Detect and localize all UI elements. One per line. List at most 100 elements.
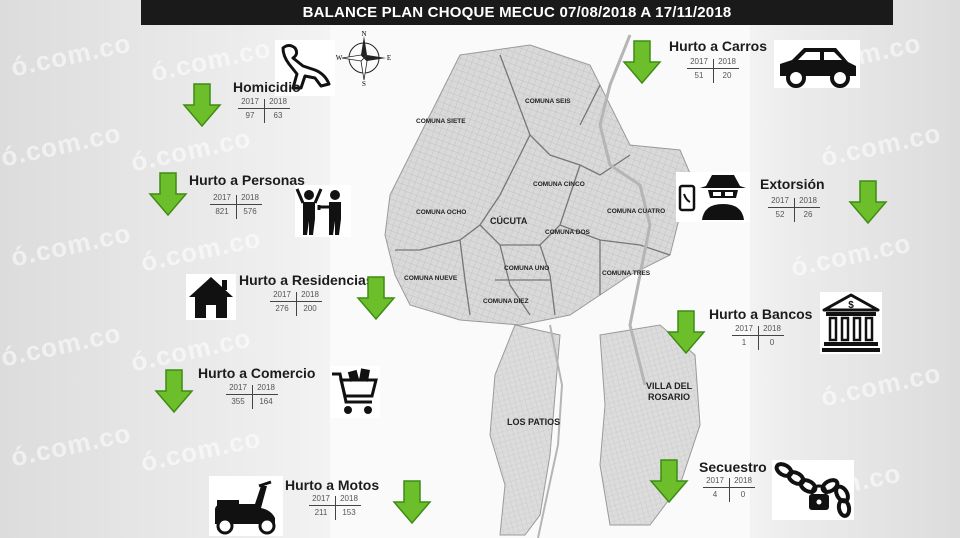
- comuna-label: COMUNA SEIS: [525, 98, 571, 105]
- comuna-label: COMUNA UNO: [504, 265, 550, 272]
- value-2017: 1: [741, 338, 747, 347]
- year-2017: 2017: [273, 290, 291, 299]
- stat-label: Hurto a Residencias: [239, 272, 374, 288]
- stat-table: 2017 2018 211 153: [307, 494, 363, 520]
- stat-label: Hurto a Bancos: [709, 306, 813, 322]
- year-2018: 2018: [241, 193, 259, 202]
- value-2018: 20: [722, 71, 732, 80]
- down-arrow-icon: [848, 180, 888, 224]
- body-outline-icon: [275, 40, 335, 96]
- value-2018: 153: [342, 508, 356, 517]
- down-arrow-icon: [622, 40, 662, 84]
- compass-n: N: [361, 30, 366, 38]
- stat-label: Secuestro: [699, 459, 767, 475]
- down-arrow-icon: [182, 83, 222, 127]
- value-2018: 0: [740, 490, 746, 499]
- city-label-los-patios: LOS PATIOS: [507, 417, 561, 427]
- stat-table: 2017 2018 97 63: [236, 97, 292, 123]
- house-icon: [186, 274, 236, 320]
- table-divider: [264, 99, 265, 123]
- table-divider: [729, 478, 730, 502]
- year-2018: 2018: [257, 383, 275, 392]
- value-2018: 200: [303, 304, 317, 313]
- year-2017: 2017: [312, 494, 330, 503]
- year-2018: 2018: [301, 290, 319, 299]
- stat-label: Hurto a Personas: [189, 172, 305, 188]
- scooter-icon: [209, 476, 283, 536]
- year-2018: 2018: [340, 494, 358, 503]
- stat-label: Hurto a Carros: [669, 38, 768, 54]
- year-2018: 2018: [763, 324, 781, 333]
- svg-text:$: $: [848, 300, 854, 311]
- car-icon: [774, 40, 860, 88]
- value-2017: 276: [275, 304, 289, 313]
- year-2017: 2017: [213, 193, 231, 202]
- table-divider: [335, 496, 336, 520]
- stat-table: 2017 2018 821 576: [208, 193, 264, 219]
- spy-phone-icon: [676, 172, 750, 222]
- stat-label: Homicidio: [233, 79, 301, 95]
- comuna-label: COMUNA DIEZ: [483, 298, 529, 305]
- city-label-villa-del-rosario: ROSARIO: [648, 392, 691, 402]
- comuna-label: COMUNA CINCO: [533, 181, 585, 188]
- year-2017: 2017: [241, 97, 259, 106]
- down-arrow-icon: [392, 480, 432, 524]
- comuna-label: COMUNA CUATRO: [607, 208, 666, 215]
- stat-label: Hurto a Comercio: [198, 365, 316, 381]
- year-2017: 2017: [771, 196, 789, 205]
- value-2017: 355: [231, 397, 245, 406]
- robbery-icon: [295, 185, 351, 237]
- stat-table: 2017 2018 355 164: [224, 383, 280, 409]
- year-2018: 2018: [734, 476, 752, 485]
- stat-table: 2017 2018 276 200: [268, 290, 324, 316]
- table-divider: [758, 326, 759, 350]
- value-2017: 211: [314, 508, 328, 517]
- comuna-label: COMUNA SIETE: [416, 118, 466, 125]
- year-2017: 2017: [690, 57, 708, 66]
- compass-e: E: [387, 54, 391, 62]
- background-right: [720, 0, 960, 538]
- value-2018: 0: [769, 338, 775, 347]
- value-2017: 52: [775, 210, 785, 219]
- value-2018: 576: [243, 207, 257, 216]
- value-2017: 4: [712, 490, 718, 499]
- river: [598, 34, 652, 386]
- comuna-label: COMUNA DOS: [545, 229, 590, 236]
- comuna-label: COMUNA TRES: [602, 270, 651, 277]
- year-2017: 2017: [706, 476, 724, 485]
- compass-s: S: [362, 80, 366, 86]
- stat-table: 2017 2018 4 0: [701, 476, 757, 502]
- table-divider: [713, 59, 714, 83]
- year-2018: 2018: [718, 57, 736, 66]
- comuna-label: COMUNA OCHO: [416, 209, 467, 216]
- value-2018: 164: [259, 397, 273, 406]
- bank-icon: $: [820, 292, 882, 354]
- compass-w: W: [336, 54, 343, 62]
- value-2017: 97: [245, 111, 255, 120]
- down-arrow-icon: [649, 459, 689, 503]
- page-title: BALANCE PLAN CHOQUE MECUC 07/08/2018 A 1…: [141, 0, 893, 25]
- table-divider: [794, 198, 795, 222]
- year-2017: 2017: [735, 324, 753, 333]
- value-2018: 63: [273, 111, 283, 120]
- table-divider: [236, 195, 237, 219]
- value-2018: 26: [803, 210, 813, 219]
- down-arrow-icon: [148, 172, 188, 216]
- table-divider: [296, 292, 297, 316]
- year-2018: 2018: [799, 196, 817, 205]
- stat-table: 2017 2018 51 20: [685, 57, 741, 83]
- stat-table: 2017 2018 52 26: [766, 196, 822, 222]
- year-2017: 2017: [229, 383, 247, 392]
- down-arrow-icon: [666, 310, 706, 354]
- river: [537, 324, 564, 538]
- comuna-boundaries: [395, 54, 671, 316]
- down-arrow-icon: [154, 369, 194, 413]
- los-patios-area: [489, 324, 561, 536]
- city-label-cucuta: CÚCUTA: [490, 216, 528, 226]
- year-2018: 2018: [269, 97, 287, 106]
- city-map: [384, 34, 701, 538]
- chain-lock-icon: [772, 460, 854, 520]
- comuna-label: COMUNA NUEVE: [404, 275, 458, 282]
- stat-table: 2017 2018 1 0: [730, 324, 786, 350]
